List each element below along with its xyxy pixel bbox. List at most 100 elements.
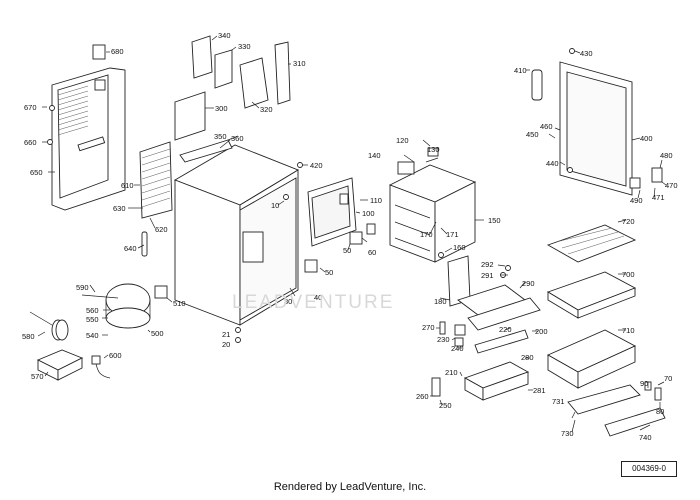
tube-part bbox=[141, 231, 148, 257]
handle-part bbox=[531, 69, 543, 101]
pipe-part bbox=[81, 294, 119, 299]
rail-part bbox=[474, 329, 529, 354]
clip-part bbox=[629, 177, 641, 189]
callout-560: 560 bbox=[86, 306, 99, 315]
hinge-part bbox=[651, 167, 663, 183]
callout-330: 330 bbox=[238, 42, 251, 51]
callout-60: 60 bbox=[368, 248, 376, 257]
callout-130: 130 bbox=[427, 145, 440, 154]
callout-270: 270 bbox=[422, 323, 435, 332]
screw-part bbox=[235, 327, 241, 333]
callout-600: 600 bbox=[109, 351, 122, 360]
callout-320: 320 bbox=[260, 105, 273, 114]
callout-731: 731 bbox=[552, 397, 565, 406]
callout-171: 171 bbox=[446, 230, 459, 239]
callout-480: 480 bbox=[660, 151, 673, 160]
callout-471: 471 bbox=[652, 193, 665, 202]
reference-code: 004369-0 bbox=[621, 461, 677, 477]
callout-70: 70 bbox=[664, 374, 672, 383]
callout-310: 310 bbox=[293, 59, 306, 68]
callout-660: 660 bbox=[24, 138, 37, 147]
callout-290: 290 bbox=[522, 279, 535, 288]
callout-670: 670 bbox=[24, 103, 37, 112]
callout-80: 80 bbox=[656, 407, 664, 416]
callout-590: 590 bbox=[76, 283, 89, 292]
callout-210: 210 bbox=[445, 368, 458, 377]
top-bracket-part bbox=[179, 139, 233, 163]
compressor-part bbox=[105, 283, 168, 329]
callout-250: 250 bbox=[439, 401, 452, 410]
callout-650: 650 bbox=[30, 168, 43, 177]
screw-part bbox=[297, 162, 303, 168]
callout-30: 30 bbox=[284, 297, 292, 306]
callout-281: 281 bbox=[533, 386, 546, 395]
footer-credit: Rendered by LeadVenture, Inc. bbox=[273, 481, 427, 493]
callout-580: 580 bbox=[22, 332, 35, 341]
callout-50: 50 bbox=[325, 268, 333, 277]
clip-part bbox=[454, 324, 466, 336]
wire-shelf-part bbox=[546, 224, 637, 263]
callout-292: 292 bbox=[481, 260, 494, 269]
bin-part bbox=[546, 329, 637, 389]
switch-part bbox=[366, 223, 376, 235]
condenser-part bbox=[139, 141, 173, 219]
screw-part bbox=[47, 139, 53, 145]
callout-570: 570 bbox=[31, 372, 44, 381]
hinge-part bbox=[431, 377, 441, 397]
callout-360: 360 bbox=[231, 134, 244, 143]
callout-240: 240 bbox=[451, 344, 464, 353]
freezer-compartment-part bbox=[388, 164, 477, 263]
callout-21: 21 bbox=[222, 330, 230, 339]
callout-420: 420 bbox=[310, 161, 323, 170]
callout-140: 140 bbox=[368, 151, 381, 160]
drip-tray-part bbox=[36, 349, 84, 381]
callout-10: 10 bbox=[271, 201, 279, 210]
callout-230: 230 bbox=[437, 335, 450, 344]
screw-part bbox=[567, 167, 573, 173]
callout-300: 300 bbox=[215, 104, 228, 113]
callout-620: 620 bbox=[155, 225, 168, 234]
cabinet-part bbox=[173, 144, 300, 326]
callout-350: 350 bbox=[214, 132, 227, 141]
screw-part bbox=[505, 265, 511, 271]
callout-510: 510 bbox=[173, 299, 186, 308]
door-bin-part bbox=[604, 407, 666, 437]
callout-470: 470 bbox=[665, 181, 678, 190]
coil-part bbox=[29, 311, 69, 341]
callout-labels: 680 670 660 650 610 630 620 640 340 330 … bbox=[22, 31, 678, 442]
screw-part bbox=[235, 337, 241, 343]
callout-260: 260 bbox=[416, 392, 429, 401]
callout-120: 120 bbox=[396, 136, 409, 145]
callout-680: 680 bbox=[111, 47, 124, 56]
callout-610: 610 bbox=[121, 181, 134, 190]
callout-700: 700 bbox=[622, 270, 635, 279]
watermark: LEADVENTURE bbox=[232, 292, 395, 313]
control-panel-part bbox=[307, 177, 357, 247]
callout-50: 50 bbox=[343, 246, 351, 255]
screw-part bbox=[283, 194, 289, 200]
callout-500: 500 bbox=[151, 329, 164, 338]
callout-160: 160 bbox=[453, 243, 466, 252]
screw-part bbox=[49, 105, 55, 111]
callout-200: 200 bbox=[535, 327, 548, 336]
callout-730: 730 bbox=[561, 429, 574, 438]
knob-part bbox=[304, 259, 318, 273]
connector-part bbox=[427, 147, 439, 157]
callout-280: 280 bbox=[521, 353, 534, 362]
crisper-drawer-part bbox=[463, 361, 530, 401]
callout-110: 110 bbox=[370, 196, 382, 205]
thermostat-part bbox=[397, 161, 415, 175]
callout-450: 450 bbox=[526, 130, 539, 139]
callout-40: 40 bbox=[314, 293, 322, 302]
callout-220: 220 bbox=[499, 325, 512, 334]
callout-720: 720 bbox=[622, 217, 635, 226]
callout-640: 640 bbox=[124, 244, 137, 253]
callout-400: 400 bbox=[640, 134, 653, 143]
shelf-tray-part bbox=[546, 271, 637, 319]
callout-340: 340 bbox=[218, 31, 231, 40]
control-parts-group bbox=[174, 35, 291, 141]
callout-440: 440 bbox=[546, 159, 559, 168]
power-cord-part bbox=[91, 355, 111, 379]
callout-170: 170 bbox=[420, 230, 433, 239]
